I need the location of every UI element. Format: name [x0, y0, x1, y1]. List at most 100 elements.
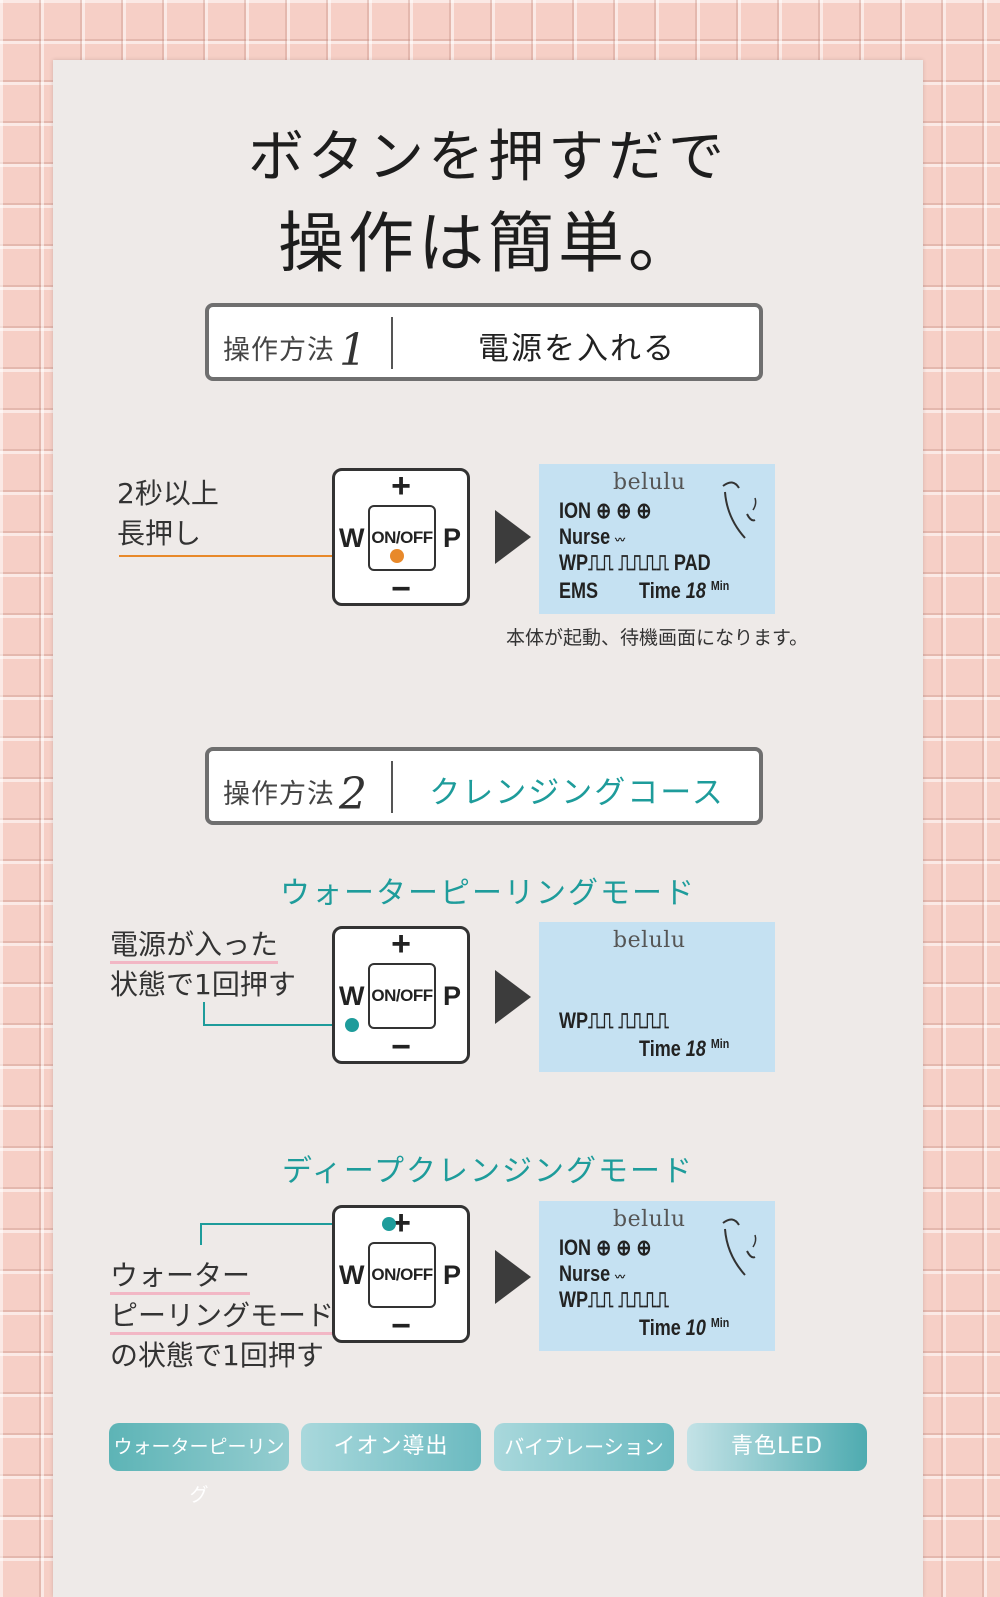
headline-line2: 操作は簡単。 [278, 205, 698, 282]
lcd-time-label: Time [639, 578, 681, 603]
mode1-press-dot [345, 1018, 359, 1032]
minus-button[interactable]: − [391, 1028, 411, 1066]
w-button[interactable]: W [339, 523, 365, 553]
step2-separator [391, 761, 393, 813]
plus-button[interactable]: + [391, 925, 411, 963]
lcd-brand: belulu [613, 1207, 686, 1232]
step1-connector-line [119, 555, 397, 557]
mode1-device-buttons: + W ON/OFF P − [332, 925, 470, 1066]
plus-circle-icon: ⊕ ⊕ ⊕ [596, 498, 652, 523]
lcd-time-label: Time [639, 1315, 681, 1340]
step1-number: 1 [339, 325, 368, 376]
mode1-instruction: 電源が入った 状態で1回押す [110, 925, 296, 1005]
lcd-wp: WP [559, 1287, 589, 1312]
step2-title: クレンジングコース [429, 775, 725, 811]
lcd-wp: WP [559, 1008, 589, 1033]
w-button[interactable]: W [339, 1260, 365, 1290]
step1-lcd-screen: belulu ION ⊕ ⊕ ⊕ Nurse 〰 WP⎍⎍ ⎍⎍⎍⎍ PAD E… [539, 464, 775, 614]
lcd-time-row: Time 18 Min [639, 578, 729, 604]
lcd-time-label: Time [639, 1036, 681, 1061]
step1-title: 電源を入れる [478, 331, 676, 367]
on-off-button[interactable]: ON/OFF [368, 1242, 436, 1308]
mode2-title: ディープクレンジングモード [281, 1154, 695, 1189]
step1-device-buttons: + W ON/OFF P − [332, 467, 470, 608]
p-button[interactable]: P [442, 523, 461, 553]
mode2-instruction: ウォーター ピーリングモード の状態で1回押す [110, 1256, 335, 1376]
lcd-time-value: 10 [685, 1315, 706, 1340]
lcd-nurse: Nurse [559, 1261, 611, 1286]
w-button[interactable]: W [339, 981, 365, 1011]
lcd-min: Min [710, 1315, 730, 1330]
mode2-arrow-icon [495, 1250, 531, 1304]
step1-label: 操作方法1 [223, 319, 368, 376]
content-panel: ボタンを押すだで 操作は簡単。 操作方法1 電源を入れる 2秒以上 長押し + … [53, 60, 923, 1597]
lcd-time-row: Time 10 Min [639, 1315, 729, 1341]
lcd-wp-row: WP⎍⎍ ⎍⎍⎍⎍ [559, 1287, 669, 1313]
lcd-ems: EMS [559, 578, 599, 603]
p-button[interactable]: P [442, 1260, 461, 1290]
step1-press-dot [390, 549, 404, 563]
mode2-lcd-screen: belulu ION ⊕ ⊕ ⊕ Nurse 〰 WP⎍⎍ ⎍⎍⎍⎍ Time … [539, 1201, 775, 1351]
minus-button[interactable]: − [391, 1307, 411, 1345]
lcd-wp-row: WP⎍⎍ ⎍⎍⎍⎍ PAD [559, 550, 711, 576]
plus-circle-icon: ⊕ ⊕ ⊕ [596, 1235, 652, 1260]
step1-instruction-line1: 2秒以上 [117, 477, 219, 510]
step2-prefix: 操作方法 [223, 779, 335, 810]
wave-icon: 〰 [615, 1270, 626, 1284]
lcd-pad: PAD [673, 550, 711, 575]
mode1-connector-horizontal [203, 1024, 351, 1026]
step1-separator [391, 317, 393, 369]
step1-instruction: 2秒以上 長押し [117, 474, 219, 554]
pulse-wave-icon: ⎍⎍ ⎍⎍⎍⎍ [588, 1008, 669, 1033]
lcd-brand: belulu [613, 470, 686, 495]
lcd-brand: belulu [613, 928, 686, 953]
mode1-connector-vertical [203, 1002, 205, 1026]
face-icon [722, 1218, 757, 1276]
lcd-time-value: 18 [685, 1036, 706, 1061]
lcd-ion-row: ION ⊕ ⊕ ⊕ [559, 1235, 651, 1261]
mode2-connector-horizontal [200, 1223, 390, 1225]
step1-caption: 本体が起動、待機画面になります。 [506, 627, 809, 649]
pulse-wave-icon: ⎍⎍ ⎍⎍⎍⎍ [588, 1287, 669, 1312]
lcd-ion-row: ION ⊕ ⊕ ⊕ [559, 498, 651, 524]
mode1-lcd-screen: belulu WP⎍⎍ ⎍⎍⎍⎍ Time 18 Min [539, 922, 775, 1072]
plus-button[interactable]: + [391, 467, 411, 505]
lcd-time-value: 18 [685, 578, 706, 603]
mode2-instruction-line2: ピーリングモード [110, 1299, 335, 1335]
on-off-button[interactable]: ON/OFF [368, 505, 436, 571]
tag-vibration: バイブレーション [494, 1423, 674, 1471]
plus-button[interactable]: + [391, 1204, 411, 1242]
lcd-nurse-row: Nurse 〰 [559, 1261, 625, 1287]
step1-instruction-line2: 長押し [117, 517, 202, 550]
lcd-min: Min [710, 578, 730, 593]
p-button[interactable]: P [442, 981, 461, 1011]
mode2-instruction-line3: の状態で1回押す [110, 1339, 324, 1372]
step1-prefix: 操作方法 [223, 335, 335, 366]
headline-line1: ボタンを押すだで [248, 125, 728, 190]
mode1-arrow-icon [495, 970, 531, 1024]
lcd-wp: WP [559, 550, 589, 575]
tag-water-peeling: ウォーターピーリング [109, 1423, 289, 1506]
mode2-instruction-line1: ウォーター [110, 1259, 251, 1295]
pulse-wave-icon: ⎍⎍ ⎍⎍⎍⎍ [588, 550, 669, 575]
mode2-connector-vertical [200, 1223, 202, 1245]
lcd-ion: ION [559, 1235, 592, 1260]
mode2-press-dot [382, 1217, 396, 1231]
lcd-nurse: Nurse [559, 524, 611, 549]
lcd-ion: ION [559, 498, 592, 523]
on-off-button[interactable]: ON/OFF [368, 963, 436, 1029]
wave-icon: 〰 [615, 533, 626, 547]
step2-bubble: 操作方法2 クレンジングコース [205, 747, 763, 855]
face-icon [722, 481, 757, 539]
mode1-instruction-line2: 状態で1回押す [110, 968, 296, 1001]
minus-button[interactable]: − [391, 570, 411, 608]
mode1-title: ウォーターピーリングモード [280, 876, 696, 911]
tag-blue-led: 青色LED [687, 1423, 867, 1471]
step2-number: 2 [339, 769, 368, 820]
tag-ion-extraction: イオン導出 [301, 1423, 481, 1471]
step1-bubble: 操作方法1 電源を入れる [205, 303, 763, 411]
lcd-min: Min [710, 1036, 730, 1051]
lcd-nurse-row: Nurse 〰 [559, 524, 625, 550]
step1-arrow-icon [495, 510, 531, 564]
lcd-time-row: Time 18 Min [639, 1036, 729, 1062]
